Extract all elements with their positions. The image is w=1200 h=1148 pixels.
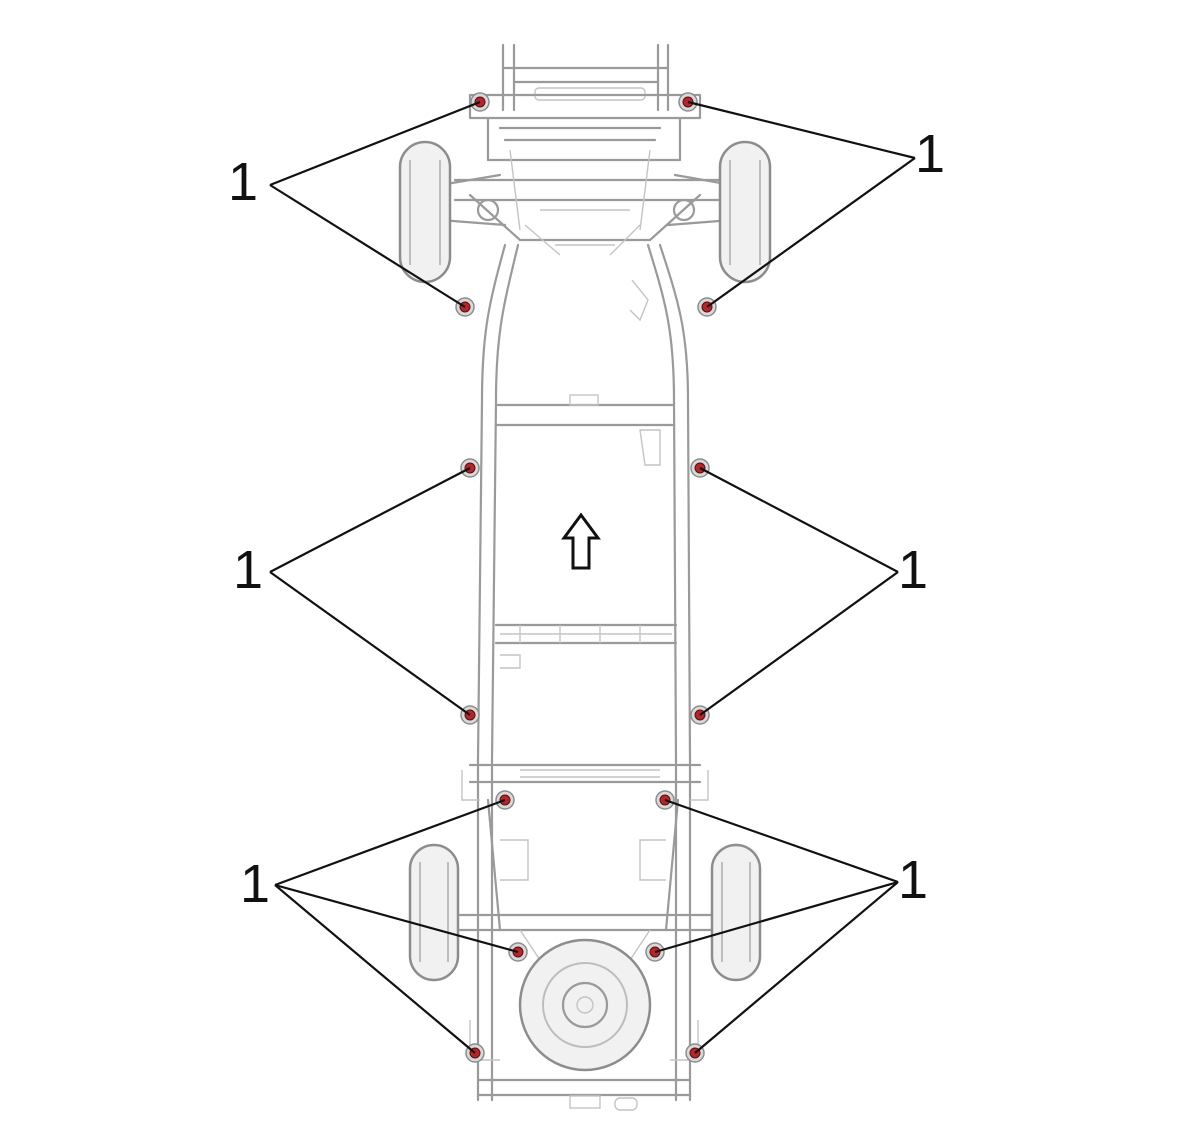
- callout-label-rear-right: 1: [898, 850, 928, 910]
- callout-lines: [269, 100, 916, 1054]
- callout-label-rear-left: 1: [240, 854, 270, 914]
- vehicle-frame: [438, 43, 734, 1111]
- up-arrow-icon: [561, 512, 601, 570]
- callout-label-mid-right: 1: [898, 540, 928, 600]
- callout-label-front-left: 1: [228, 152, 258, 212]
- front-right-wheel: [718, 140, 772, 284]
- rear-right-wheel: [710, 843, 762, 982]
- front-left-wheel: [398, 140, 452, 284]
- callout-label-front-right: 1: [915, 124, 945, 184]
- callout-label-mid-left: 1: [233, 540, 263, 600]
- rear-left-wheel: [408, 843, 460, 982]
- spare-tire: [518, 938, 652, 1072]
